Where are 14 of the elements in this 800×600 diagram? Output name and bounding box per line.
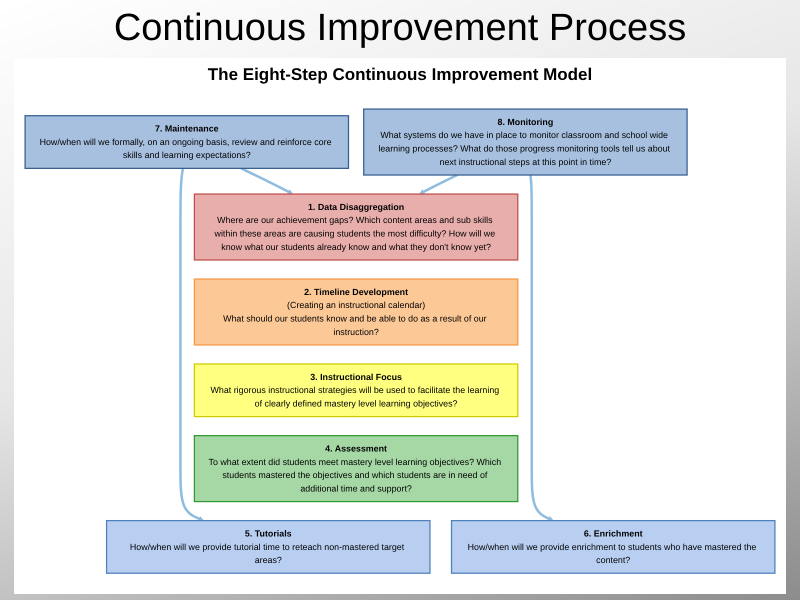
node-box: 2. Timeline Development (Creating an instructional calendar) What should our students know and be able to do as a result of our instruction? (194, 278, 518, 346)
node-box: 3. Instructional Focus What rigorous instructional strategies will be used to facilitate the learning of clearly defined mastery level learning objectives? (194, 363, 518, 418)
arrow (240, 167, 294, 194)
arrow (419, 174, 458, 194)
node-box: 4. Assessment To what extent did students meet mastery level learning objectives? Which students mastered the objectives and which students are in need of additional time and support? (194, 434, 518, 502)
arrow (529, 174, 554, 521)
node-box: 5. Tutorials How/when will we provide tutorial time to reteach non-mastered target areas? (106, 520, 431, 574)
slide-title: Continuous Improvement Process (112, 6, 688, 50)
node-box: 7. Maintenance How/when will we formally, on an ongoing basis, review and reinforce core skills and learning expectations? (24, 114, 350, 169)
node-box: 6. Enrichment How/when will we provide enrichment to students who have mastered the content? (450, 520, 776, 574)
node-box: 1. Data Disaggregation Where are our achievement gaps? Which content areas and sub skills within these areas are causing students the most difficulty? How will we know what our students already know and what they don't know yet? (194, 193, 518, 260)
node-box: 8. Monitoring What systems do we have in place to monitor classroom and school wide learning processes? What do those progress monitoring tools tell us about next instructional steps at this point in time? (363, 108, 688, 176)
arrow (179, 168, 204, 522)
diagram-heading: The Eight-Step Continuous Improvement Model (208, 64, 592, 86)
